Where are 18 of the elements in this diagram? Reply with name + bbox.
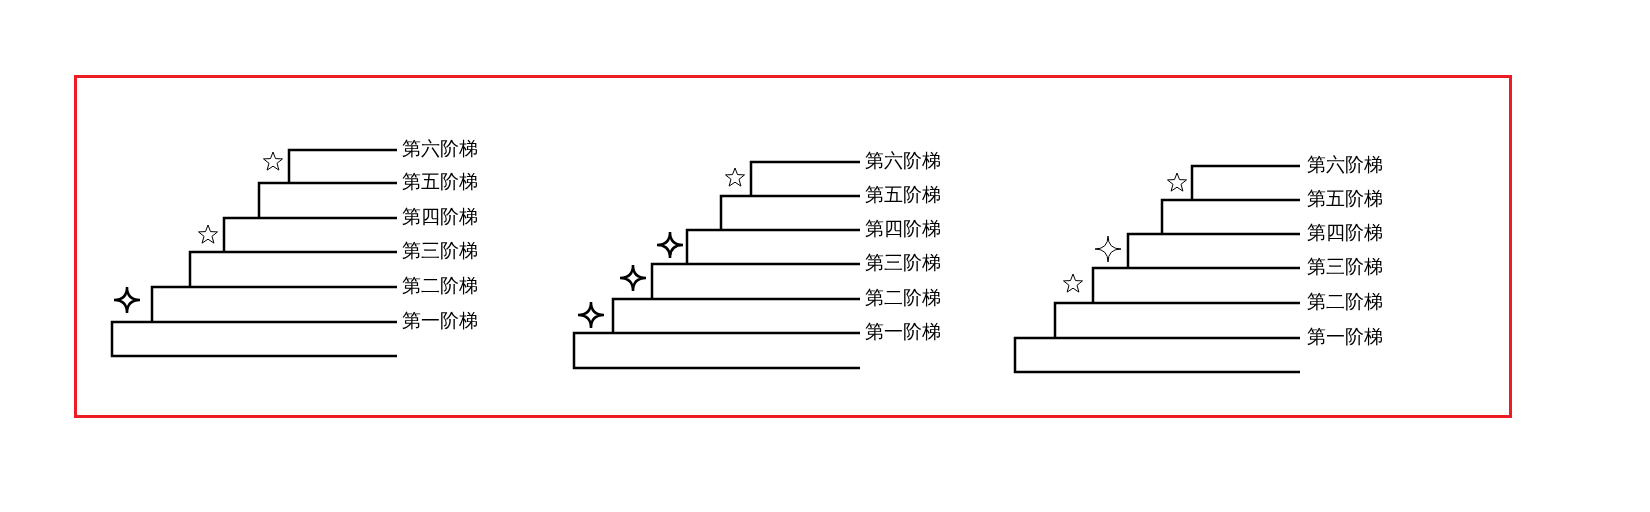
step-label: 第二阶梯 [1307,290,1383,312]
step-label: 第三阶梯 [1307,255,1383,277]
step-label: 第二阶梯 [402,274,478,296]
step-label: 第一阶梯 [1307,325,1383,347]
step-label: 第六阶梯 [1307,153,1383,175]
step-label: 第六阶梯 [402,137,478,159]
step-label: 第三阶梯 [402,239,478,261]
step-label: 第五阶梯 [402,170,478,192]
step-label: 第五阶梯 [1307,187,1383,209]
step-label: 第一阶梯 [865,320,941,342]
step-label: 第六阶梯 [865,149,941,171]
step-label: 第四阶梯 [1307,221,1383,243]
step-label: 第一阶梯 [402,309,478,331]
step-label: 第二阶梯 [865,286,941,308]
step-label: 第四阶梯 [865,217,941,239]
step-label: 第四阶梯 [402,205,478,227]
step-label: 第三阶梯 [865,251,941,273]
step-label: 第五阶梯 [865,183,941,205]
